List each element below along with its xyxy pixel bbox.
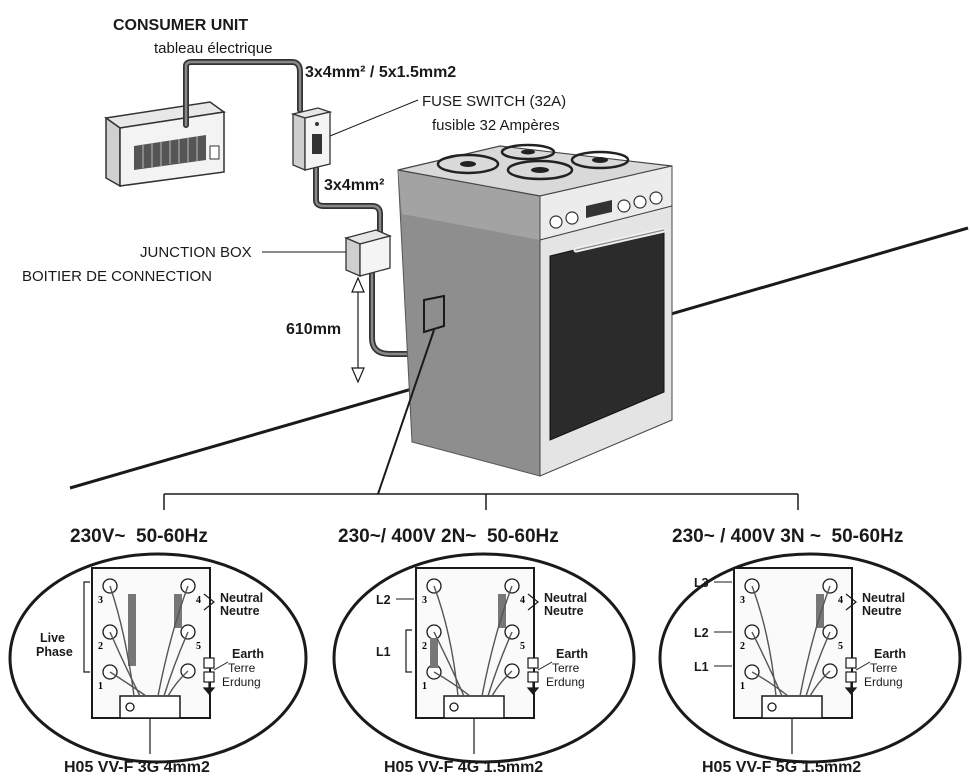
wall-cable	[183, 59, 415, 357]
terminal-2: 2	[740, 641, 745, 652]
connection-leader	[377, 329, 435, 495]
terminal-1: 1	[740, 681, 745, 692]
neutral-chevron	[527, 593, 539, 611]
height-label: 610mm	[286, 321, 341, 338]
neutre-label: Neutre	[220, 604, 260, 618]
cooker	[397, 143, 673, 477]
l1-label: L1	[376, 645, 391, 659]
panel-3-supply: 230~ / 400V 3N ~ 50-60Hz	[672, 526, 903, 547]
consumer-unit-box	[104, 101, 226, 188]
terminal-panel-1: 3 2 1 4 5 Live Phase Neutral Neutre Eart…	[8, 552, 308, 764]
earth-leader	[537, 661, 553, 671]
neutral-label: Neutral	[862, 591, 905, 605]
earth-leader	[213, 661, 229, 671]
l3-label: L3	[694, 576, 709, 590]
terminal-3: 3	[98, 595, 103, 606]
panel-2-cable-spec: H05 VV-F 4G 1.5mm2	[384, 759, 543, 776]
terminal-4: 4	[838, 595, 843, 606]
neutral-chevron	[203, 593, 215, 611]
neutral-label: Neutral	[544, 591, 587, 605]
live-label: Live	[40, 631, 65, 645]
earth-label: Earth	[232, 647, 264, 661]
terre-label: Terre	[228, 661, 256, 675]
fuse-to-box-cable-label: 3x4mm²	[324, 177, 384, 194]
terminal-4: 4	[196, 595, 201, 606]
terminal-3: 3	[422, 595, 427, 606]
panel-1-cable-spec: H05 VV-F 3G 4mm2	[64, 759, 210, 776]
junction-box-label: JUNCTION BOX	[140, 244, 252, 261]
l2-label: L2	[376, 593, 391, 607]
erdung-label: Erdung	[864, 675, 903, 689]
panel-bracket	[163, 493, 799, 510]
terminal-1: 1	[98, 681, 103, 692]
neutral-chevron	[845, 593, 857, 611]
terminal-4: 4	[520, 595, 525, 606]
earth-symbol-icon	[526, 657, 540, 695]
neutre-label: Neutre	[544, 604, 584, 618]
terminal-1: 1	[422, 681, 427, 692]
l1-label: L1	[694, 660, 709, 674]
terminal-5: 5	[520, 641, 525, 652]
consumer-unit-label: CONSUMER UNIT	[113, 17, 248, 34]
height-dimension-arrow	[351, 276, 365, 384]
l1-bracket	[405, 629, 412, 673]
junction-box	[344, 229, 392, 277]
terre-label: Terre	[870, 661, 898, 675]
erdung-label: Erdung	[222, 675, 261, 689]
phase-label: Phase	[36, 645, 73, 659]
fuse-switch-label-fr: fusible 32 Ampères	[432, 117, 560, 134]
earth-symbol-icon	[844, 657, 858, 695]
panel-2-supply: 230~/ 400V 2N~ 50-60Hz	[338, 526, 559, 547]
earth-leader	[855, 661, 871, 671]
live-bracket	[83, 581, 90, 673]
terminal-2: 2	[422, 641, 427, 652]
fuse-switch-label: FUSE SWITCH (32A)	[422, 93, 566, 110]
consumer-unit-label-fr: tableau électrique	[154, 40, 272, 57]
junction-box-label-fr: BOITIER DE CONNECTION	[22, 268, 212, 285]
l2-label: L2	[694, 626, 709, 640]
fuse-switch-box	[290, 107, 333, 171]
earth-label: Earth	[874, 647, 906, 661]
neutre-label: Neutre	[862, 604, 902, 618]
terminal-panel-2: 3 2 1 4 5 L2 L1 Neutral Neutre Earth Ter…	[332, 552, 636, 764]
terre-label: Terre	[552, 661, 580, 675]
terminal-5: 5	[838, 641, 843, 652]
erdung-label: Erdung	[546, 675, 585, 689]
earth-label: Earth	[556, 647, 588, 661]
panel-3-cable-spec: H05 VV-F 5G 1.5mm2	[702, 759, 861, 776]
terminal-panel-3: 3 2 1 4 5 L3 L2 L1 Neutral Neutre Earth …	[658, 552, 962, 764]
panel-1-supply: 230V~ 50-60Hz	[70, 526, 208, 547]
supply-cable-label: 3x4mm² / 5x1.5mm2	[305, 64, 456, 81]
terminal-5: 5	[196, 641, 201, 652]
earth-symbol-icon	[202, 657, 216, 695]
terminal-2: 2	[98, 641, 103, 652]
terminal-3: 3	[740, 595, 745, 606]
fuse-leader	[329, 99, 419, 137]
neutral-label: Neutral	[220, 591, 263, 605]
